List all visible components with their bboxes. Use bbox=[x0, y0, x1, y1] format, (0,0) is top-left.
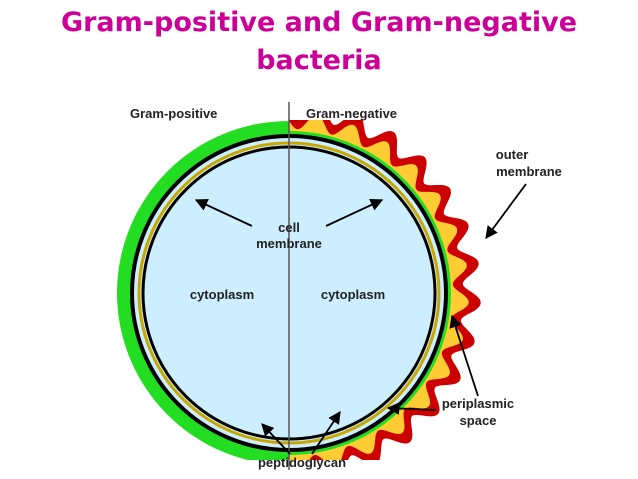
label-cell-membrane-2: membrane bbox=[256, 236, 322, 251]
label-gram-negative: Gram-negative bbox=[306, 106, 397, 121]
label-periplasmic-1: periplasmic bbox=[442, 396, 514, 411]
label-outer-membrane-2: membrane bbox=[496, 164, 562, 179]
arrow-peptidoglycan-left bbox=[261, 423, 291, 455]
arrow-peptidoglycan-right bbox=[311, 410, 341, 455]
label-gram-positive: Gram-positive bbox=[130, 106, 217, 121]
label-cytoplasm-left: cytoplasm bbox=[190, 287, 254, 302]
arrow-outer-membrane bbox=[485, 183, 527, 240]
arrow-cell-membrane-left bbox=[194, 199, 253, 227]
peptidoglycan-thin-layer bbox=[289, 131, 451, 455]
title-line-2: bacteria bbox=[256, 45, 382, 76]
page-title: Gram-positive and Gram-negative bacteria bbox=[0, 4, 638, 80]
title-line-1: Gram-positive and Gram-negative bbox=[60, 7, 578, 38]
arrow-periplasmic-upper bbox=[449, 314, 479, 397]
label-peptidoglycan: peptidoglycan bbox=[258, 455, 346, 470]
arrow-periplasmic-lower bbox=[386, 402, 437, 415]
label-outer-membrane-1: outer bbox=[496, 147, 529, 162]
label-cell-membrane-1: cell bbox=[278, 220, 300, 235]
label-periplasmic-2: space bbox=[460, 413, 497, 428]
label-cytoplasm-right: cytoplasm bbox=[321, 287, 385, 302]
arrow-cell-membrane-right bbox=[325, 199, 384, 227]
